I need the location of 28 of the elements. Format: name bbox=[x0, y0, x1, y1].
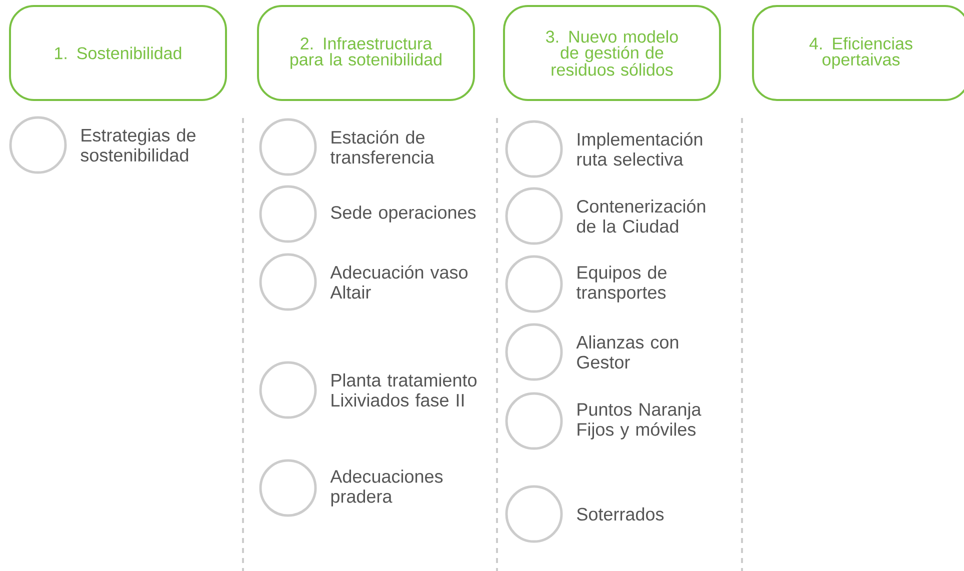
header-box: 2. Infraestructura para la sotenibilidad bbox=[257, 5, 475, 101]
item-label: Implementación ruta selectiva bbox=[577, 132, 702, 166]
item-label: Estrategias de sostenibilidad bbox=[80, 128, 196, 162]
item-label: Adecuación vaso Altair bbox=[330, 265, 468, 299]
item-label: Puntos Naranja Fijos y móviles bbox=[578, 402, 702, 440]
circle bbox=[505, 392, 563, 450]
header-box: 3. Nuevo modelo de gestión de residuos sólidos bbox=[503, 5, 721, 101]
item-label: Equipos de transportes bbox=[576, 266, 666, 302]
circle bbox=[505, 187, 563, 245]
header-box: 1. Sostenibilidad bbox=[9, 5, 227, 101]
circle bbox=[259, 185, 317, 243]
item-label: Alianzas con Gestor bbox=[576, 335, 678, 369]
circle bbox=[259, 459, 317, 517]
item-label: Contenerización de la Ciudad bbox=[576, 199, 706, 233]
item-label: Planta tratamiento Lixiviados fase II bbox=[332, 373, 476, 407]
item-label: Estación de transferencia bbox=[330, 130, 434, 164]
circle bbox=[505, 255, 563, 313]
circle bbox=[505, 120, 563, 178]
circle bbox=[259, 118, 317, 176]
header-box: 4. Eficiencias opertaivas bbox=[752, 5, 964, 101]
item-label: Sede operaciones bbox=[331, 206, 476, 222]
circle bbox=[505, 323, 563, 381]
item-label: Adecuaciones pradera bbox=[330, 470, 443, 506]
circle bbox=[9, 116, 67, 174]
item-label: Soterrados bbox=[577, 507, 664, 521]
circle bbox=[259, 361, 317, 419]
circle bbox=[259, 253, 317, 311]
circle bbox=[505, 485, 563, 543]
